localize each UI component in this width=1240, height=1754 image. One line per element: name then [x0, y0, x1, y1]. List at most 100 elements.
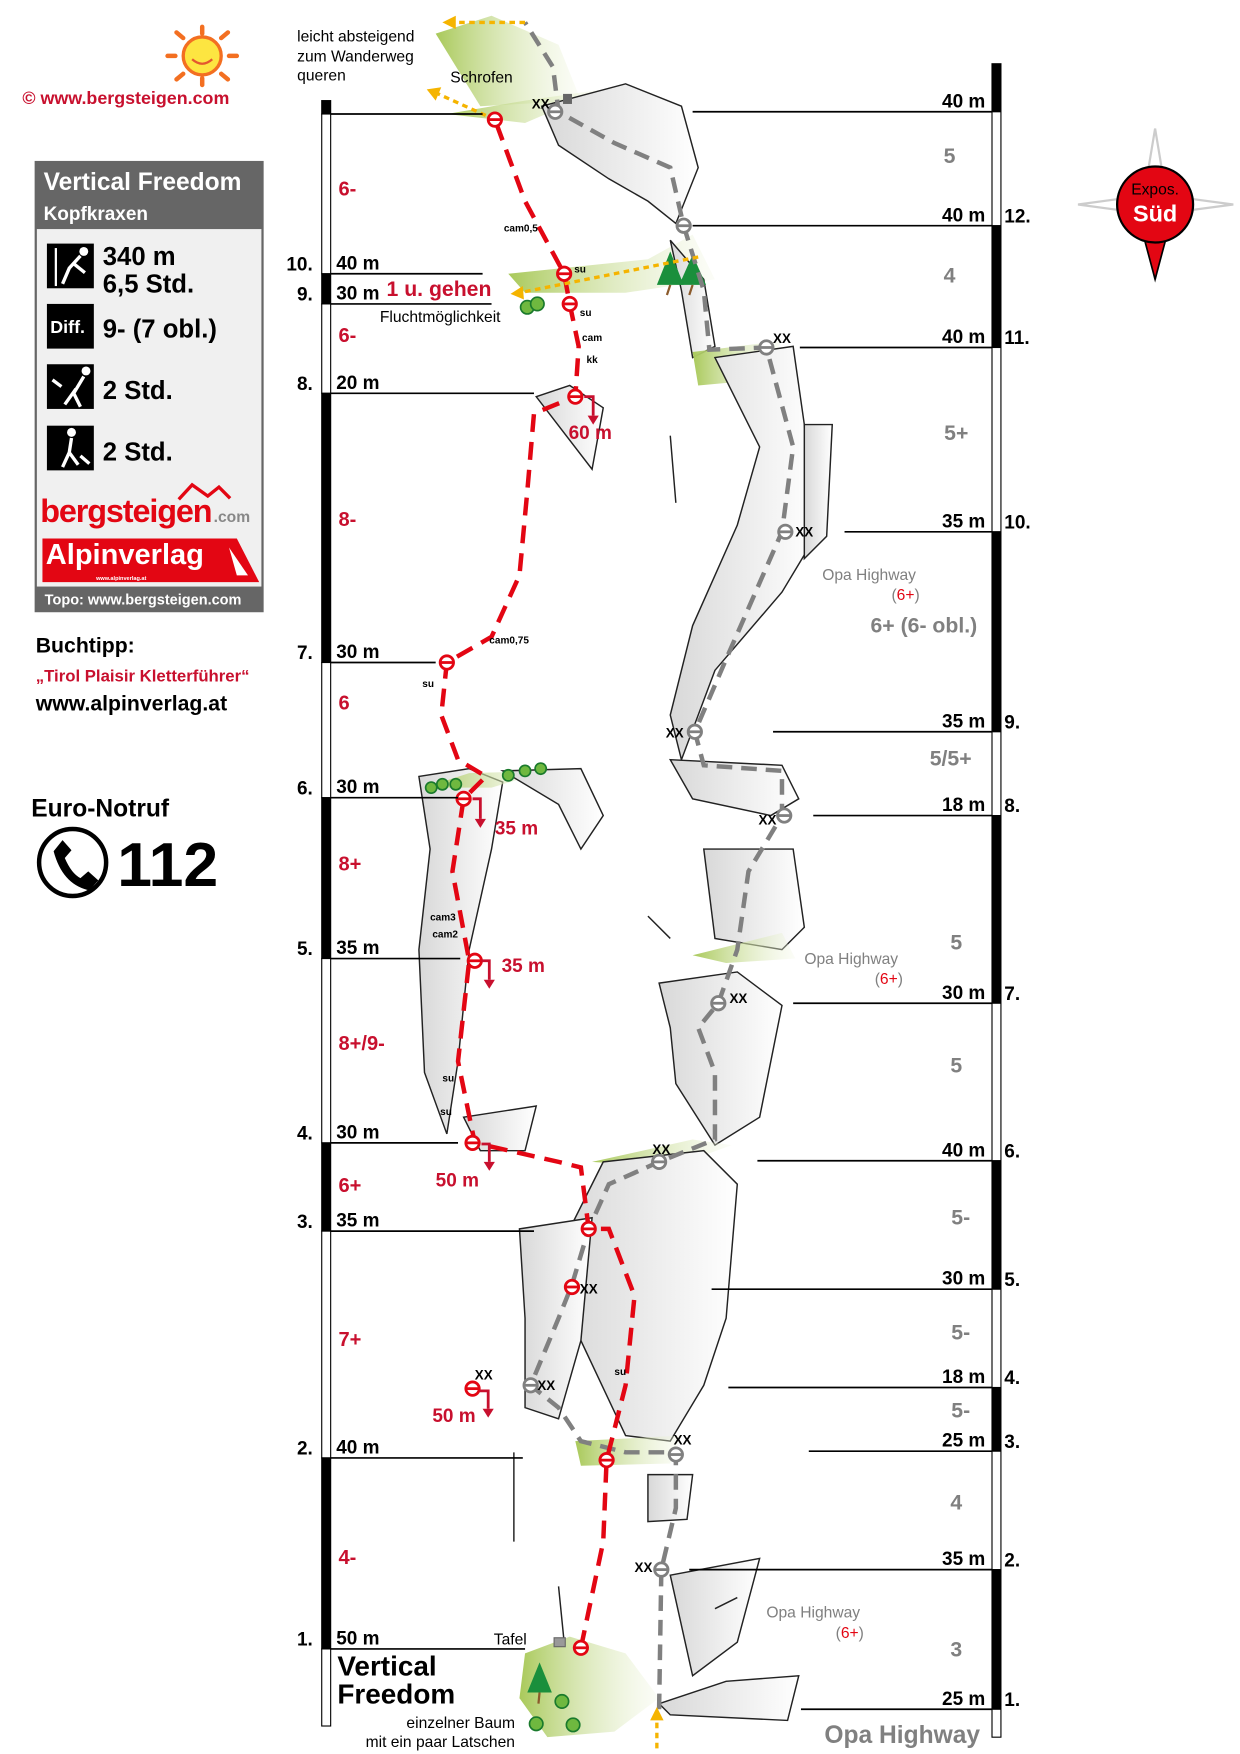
pitch-length: 30 m — [942, 983, 985, 1004]
belay-number: 7. — [1004, 984, 1020, 1005]
svg-text:su: su — [580, 308, 592, 319]
pitch-grade: 4- — [338, 1547, 356, 1569]
svg-text:su: su — [422, 679, 434, 690]
pitch-length: 25 m — [942, 1689, 985, 1710]
pitch-grade: 6+ (6- obl.) — [871, 614, 978, 637]
vertical-freedom-name-line-2: Freedom — [337, 1679, 455, 1710]
pitch-grade: 4 — [944, 265, 956, 288]
alpinverlag-logo[interactable]: Alpinverlag www.alpinverlag.at — [42, 538, 260, 583]
pitch-length: 50 m — [336, 1628, 379, 1649]
approach-time: 2 Std. — [103, 377, 173, 405]
svg-text:(6+): (6+) — [875, 971, 903, 988]
opa-highway-label-1: Opa Highway (6+) — [822, 567, 920, 604]
belay-number: 5. — [297, 939, 313, 960]
pitch-grade: 8- — [338, 509, 356, 531]
opa-highway-scale-segment — [991, 1002, 1002, 1162]
pitch-grade: 5- — [951, 1321, 970, 1344]
emergency-number: 112 — [117, 830, 218, 900]
opa-highway-scale-segment — [991, 1450, 1002, 1571]
belay-station-icon — [561, 295, 578, 313]
opa-highway-scale-segment — [991, 1386, 1002, 1452]
belay-number: 7. — [297, 643, 313, 664]
route-difficulty: 9- (7 obl.) — [103, 315, 217, 343]
rappel-label: 60 m — [569, 423, 612, 444]
sun-logo — [165, 24, 240, 88]
approach-icon — [46, 364, 94, 409]
svg-text:su: su — [442, 1073, 454, 1084]
pitch-grade: 8+ — [338, 853, 361, 875]
opa-highway-route-line — [523, 21, 796, 1710]
pitch-length: 35 m — [336, 938, 379, 959]
bergsteigen-logo[interactable]: bergsteigen .com — [40, 482, 250, 529]
belay-station-icon — [758, 339, 775, 356]
belay-number: 10. — [1004, 512, 1030, 533]
belay-number: 12. — [1004, 206, 1030, 227]
vertical-freedom-scale-segment — [321, 797, 332, 960]
opa-highway-scale-segment — [991, 531, 1002, 733]
belay-number: 4. — [1004, 1368, 1020, 1389]
exposure-value: Süd — [1133, 200, 1177, 226]
belay-number: 3. — [1004, 1432, 1020, 1453]
svg-text:XX: XX — [537, 1378, 555, 1393]
belay-station-icon — [486, 111, 503, 128]
escape-label: Fluchtmöglichkeit — [380, 309, 501, 326]
belay-number: 11. — [1004, 328, 1029, 349]
svg-text:XX: XX — [759, 812, 777, 827]
descent-note-line-1: leicht absteigend — [297, 28, 414, 45]
pitch-length: 35 m — [942, 511, 985, 532]
belay-number: 1. — [297, 1630, 313, 1651]
sign-icon — [553, 1637, 566, 1648]
opa-highway-scale-segment — [991, 1288, 1002, 1389]
belay-station-icon — [598, 1452, 615, 1469]
belay-station-icon — [686, 723, 703, 740]
svg-text:XX: XX — [635, 1560, 653, 1575]
belay-number: 6. — [1004, 1141, 1020, 1162]
belay-station-icon — [567, 388, 584, 405]
pitch-grade: 6+ — [338, 1175, 361, 1197]
descent-note-line-3: queren — [297, 67, 346, 84]
descent-icon — [46, 425, 94, 471]
svg-text:XX: XX — [652, 1142, 670, 1157]
belay-station-icon — [667, 1446, 684, 1463]
svg-text:Opa Highway: Opa Highway — [822, 567, 916, 584]
gear-labels: cam0,5 su su cam kk cam0,75 su cam3 cam2… — [422, 223, 626, 1378]
belay-station-icon — [556, 265, 573, 282]
walk-note: 1 u. gehen — [387, 278, 492, 301]
pitch-grade: 6 — [338, 692, 349, 714]
route-duration: 6,5 Std. — [103, 271, 194, 299]
opa-highway-scale-segment — [991, 1569, 1002, 1710]
copyright-link[interactable]: © www.bergsteigen.com — [22, 88, 229, 108]
belay-number: 8. — [1004, 796, 1020, 817]
descent-note-line-2: zum Wanderweg — [297, 49, 414, 66]
vertical-freedom-scale-segment — [321, 1457, 332, 1650]
arrow-heads — [426, 15, 664, 1721]
pitch-length: 18 m — [942, 1367, 985, 1388]
belay-station-icon — [464, 1380, 481, 1397]
svg-text:.com: .com — [214, 509, 250, 526]
pitch-length: 35 m — [336, 1211, 379, 1232]
rappel-markers: 60 m 35 m 35 m 50 m 50 m — [432, 395, 612, 1427]
vertical-freedom-name-line-1: Vertical — [337, 1651, 436, 1682]
svg-text:cam0,5: cam0,5 — [504, 223, 538, 234]
exit-path-arrows — [434, 20, 699, 1749]
belay-number: 9. — [297, 285, 313, 306]
rappel-label: 35 m — [502, 956, 545, 977]
topo-credit: Topo: www.bergsteigen.com — [45, 592, 242, 608]
pitch-grade: 6- — [338, 325, 356, 347]
svg-text:XX: XX — [729, 991, 747, 1006]
belay-station-icon — [563, 1278, 581, 1296]
pitch-grade: 5- — [951, 1206, 970, 1229]
pitch-length: 40 m — [942, 1140, 985, 1161]
belay-station-icon — [455, 790, 472, 807]
tree-note-line-2: mit ein paar Latschen — [366, 1734, 515, 1751]
svg-text:bergsteigen: bergsteigen — [40, 493, 211, 529]
belay-station-icon — [547, 103, 564, 120]
opa-highway-label-2: Opa Highway (6+) — [804, 951, 903, 988]
book-title: „Tirol Plaisir Kletterführer“ — [36, 667, 250, 686]
opa-highway-scale-segment — [991, 814, 1002, 1004]
book-url[interactable]: www.alpinverlag.at — [35, 693, 227, 716]
exposure-compass: Expos. Süd — [1077, 128, 1234, 283]
pitch-length: 30 m — [336, 283, 379, 304]
svg-text:cam3: cam3 — [430, 913, 456, 924]
